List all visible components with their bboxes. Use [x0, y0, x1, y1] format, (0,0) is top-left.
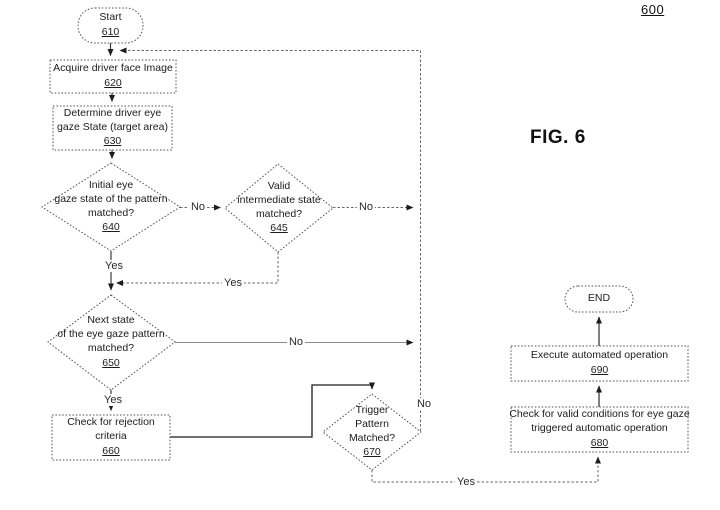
- next-state-diamond-shape: [47, 294, 176, 391]
- figure-reference-number: 600: [641, 2, 665, 17]
- connector-trigger-yes: [371, 456, 601, 483]
- connector-trigger-no-feedback: [119, 47, 421, 431]
- conditions-box-shape: [510, 406, 689, 453]
- determine-box-shape: [52, 105, 173, 151]
- connector-rejection-to-trigger: [170, 382, 375, 438]
- acquire-box-shape: [49, 59, 177, 94]
- intermediate-diamond-shape: [224, 163, 334, 253]
- end-terminator-shape: [564, 285, 634, 313]
- initial-diamond-shape: [41, 162, 181, 252]
- connector-intermediate-yes: [116, 252, 279, 286]
- start-terminator-shape: [77, 7, 144, 44]
- trigger-diamond-shape: [322, 393, 422, 471]
- execute-box-shape: [510, 345, 689, 382]
- rejection-box-shape: [51, 414, 171, 461]
- figure-caption: FIG. 6: [530, 127, 586, 148]
